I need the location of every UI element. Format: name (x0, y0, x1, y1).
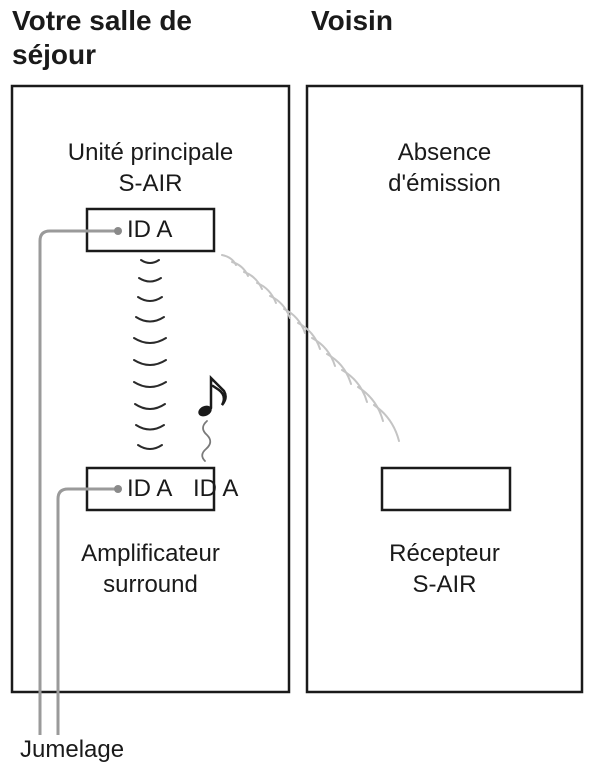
no-transmission-label-line1: Absence (397, 139, 492, 166)
receiver-label: Récepteur S-AIR (307, 538, 582, 600)
neighbour-heading: Voisin (311, 5, 393, 36)
main-unit-label: Unité principale S-AIR (12, 137, 289, 199)
wave-main-to-amplifier (133, 259, 167, 450)
neighbour-room-frame (305, 84, 584, 694)
receiver-label-line2: S-AIR (412, 571, 477, 598)
amplifier-id-right: ID A (193, 475, 239, 502)
living-room-frame (10, 84, 291, 694)
living-room-heading-line1: Votre salle de (12, 5, 193, 36)
music-note-icon (198, 374, 227, 462)
main-unit-label-line2: S-AIR (118, 170, 183, 197)
pairing-leader-amplifier (56, 487, 118, 735)
main-unit-label-line1: Unité principale (67, 139, 234, 166)
no-transmission-label-line2: d'émission (388, 170, 501, 197)
amplifier-label: Amplificateur surround (12, 538, 289, 600)
pairing-dot-amplifier (114, 485, 122, 493)
pairing-dot-main-unit (114, 227, 122, 235)
wave-to-neighbour (221, 254, 400, 442)
main-unit-id: ID A (127, 216, 173, 243)
receiver-box (380, 466, 512, 512)
no-transmission-label: Absence d'émission (307, 137, 582, 199)
living-room-heading-line2: séjour (12, 39, 97, 70)
pairing-leader-main-unit (38, 229, 118, 735)
living-room-heading: Votre salle de séjour (12, 4, 192, 72)
amplifier-id-left: ID A (127, 475, 173, 502)
amplifier-label-line2: surround (103, 571, 198, 598)
amplifier-label-line1: Amplificateur (81, 540, 220, 567)
pairing-label: Jumelage (20, 736, 125, 763)
receiver-label-line1: Récepteur (389, 540, 500, 567)
pairing-leader-lines (38, 229, 118, 735)
